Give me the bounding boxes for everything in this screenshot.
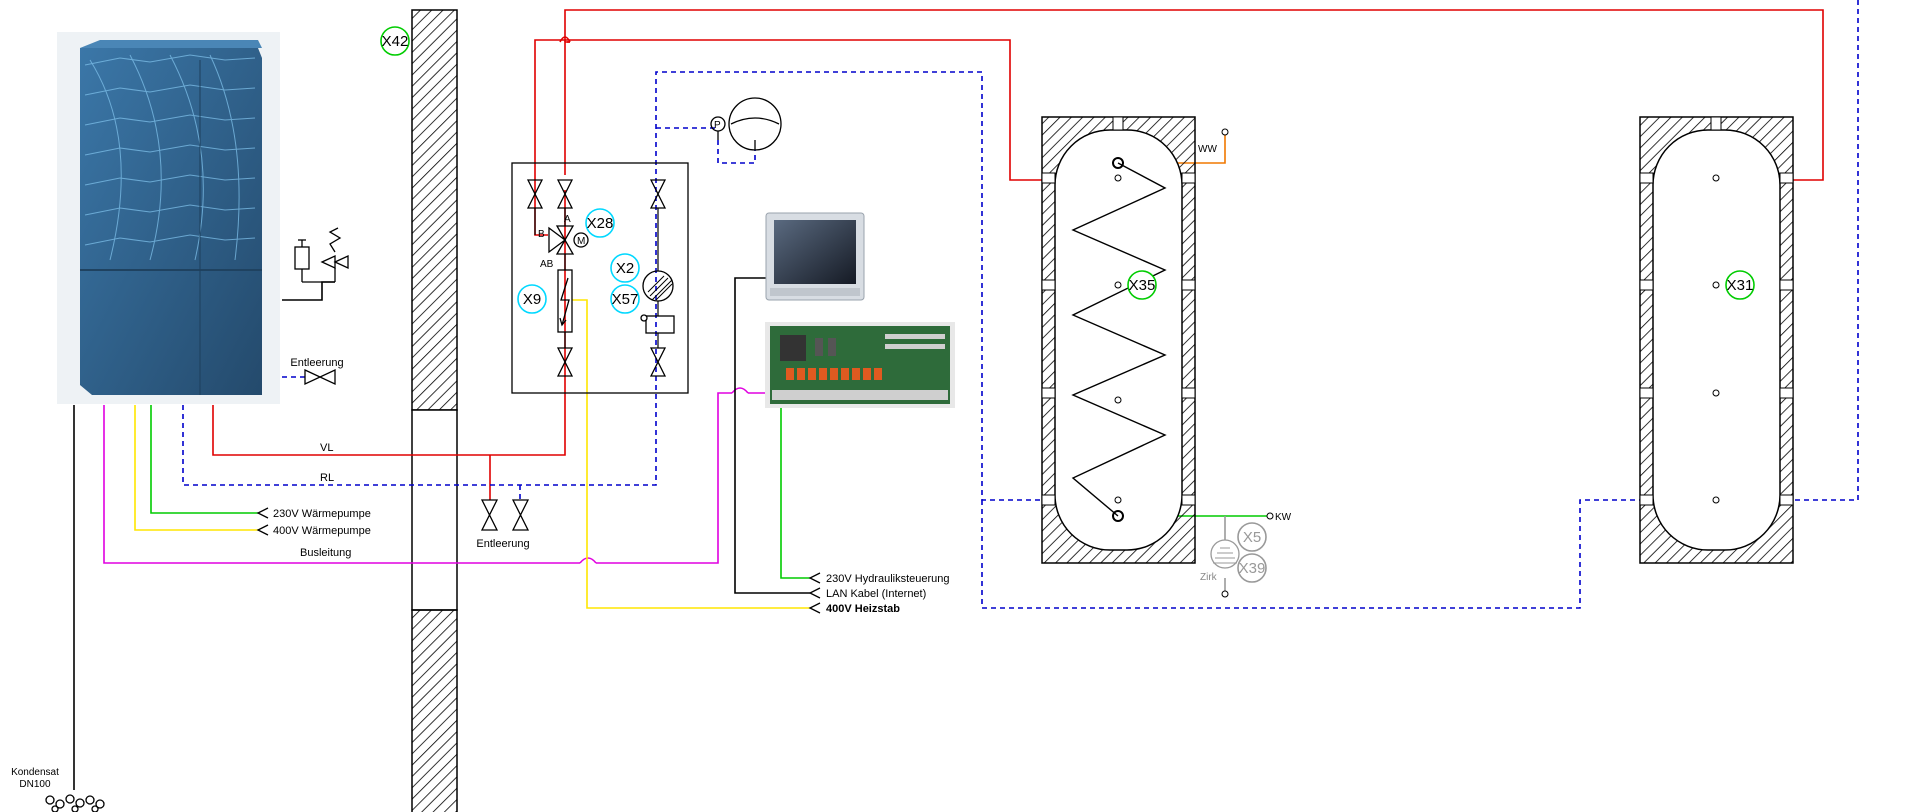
cable-230v-wp [150, 405, 258, 514]
heat-exchanger-coil [1071, 162, 1167, 517]
valve-icon [649, 179, 667, 209]
power-230v-wp-label: 230V Wärmepumpe [273, 508, 371, 520]
circulation-pump-icon [1210, 539, 1240, 569]
pressure-label: P [714, 120, 721, 131]
expansion-vessel [710, 97, 782, 151]
drain-valve-icon [304, 368, 336, 386]
cable-terminals [256, 507, 821, 614]
badge-x2-text: X2 [616, 260, 634, 277]
lan-cable [734, 277, 810, 594]
motor-label: M [577, 236, 585, 247]
badge-x39 [1237, 553, 1267, 583]
ww-label: WW [1198, 144, 1217, 155]
badge-x42 [380, 26, 410, 56]
hot-water-tank [1041, 116, 1274, 598]
badge-x31-text: X31 [1727, 277, 1754, 294]
pipes [73, 0, 1859, 790]
power-400v-heizstab-label: 400V Heizstab [826, 603, 900, 615]
vl-label: VL [320, 442, 333, 454]
valve-icon [511, 499, 530, 531]
badge-x31 [1725, 270, 1755, 300]
control-board [765, 322, 955, 408]
valve-port-ab: AB [540, 259, 554, 270]
buffer-tank [1639, 116, 1794, 564]
badge-x57-text: X57 [612, 291, 639, 308]
cable-400v-heizstab [572, 299, 810, 609]
motor-icon [573, 232, 589, 248]
flow-pipe-vl [212, 190, 566, 456]
valve-port-a: A [564, 214, 571, 225]
badge-x42-text: X42 [382, 33, 409, 50]
zirk-label: Zirk [1200, 572, 1218, 583]
cable-400v-wp [134, 405, 258, 531]
badge-x9 [517, 284, 547, 314]
circulation-pump [1210, 539, 1240, 569]
pressure-relief-icon [333, 254, 349, 270]
badge-x5-text: X5 [1243, 529, 1261, 546]
return-pipe-buffer [1795, 0, 1859, 501]
valve-icon [556, 347, 574, 377]
badge-x5 [1237, 522, 1267, 552]
badges [380, 26, 1755, 583]
badge-x9-text: X9 [523, 291, 541, 308]
badge-x35-text: X35 [1129, 277, 1156, 294]
hydraulic-module: A B AB M [304, 162, 689, 531]
power-400v-wp-label: 400V Wärmepumpe [273, 525, 371, 537]
power-230v-hydraulik-label: 230V Hydrauliksteuerung [826, 573, 950, 585]
badge-x57 [610, 284, 640, 314]
badge-x28 [585, 208, 615, 238]
badge-x28-text: X28 [587, 215, 614, 232]
cable-230v-hydraulik [780, 408, 810, 579]
bus-cable [103, 405, 580, 564]
safety-group [294, 227, 349, 283]
lan-label: LAN Kabel (Internet) [826, 588, 926, 600]
flow-pipe-buffer [564, 9, 1824, 181]
pump-icon [642, 270, 674, 302]
condensate-label: Kondensat [11, 767, 59, 778]
drain-label-top: Entleerung [290, 357, 343, 369]
heat-pump-unit [57, 32, 280, 404]
sensor-icon [645, 315, 675, 334]
valve-icon [556, 179, 574, 209]
mixing-valve-icon [548, 226, 567, 254]
badge-x35 [1127, 270, 1157, 300]
valve-port-b: B [538, 229, 545, 240]
wall [411, 9, 458, 812]
valve-icon [649, 347, 667, 377]
valve-icon [480, 499, 499, 531]
condensate-drain [43, 793, 105, 812]
return-pipe-rl [182, 71, 1050, 501]
kw-label: KW [1275, 512, 1292, 523]
valve-icon [526, 179, 544, 209]
bus-label: Busleitung [300, 547, 351, 559]
badge-x2 [610, 253, 640, 283]
rl-label: RL [320, 472, 334, 484]
drain-label-bottom: Entleerung [476, 538, 529, 550]
touch-display [765, 212, 865, 301]
condensate-size-label: DN100 [19, 779, 51, 790]
safety-valve-icon [294, 246, 310, 270]
flow-pipe-dhw [534, 39, 1042, 181]
badge-x39-text: X39 [1239, 560, 1266, 577]
